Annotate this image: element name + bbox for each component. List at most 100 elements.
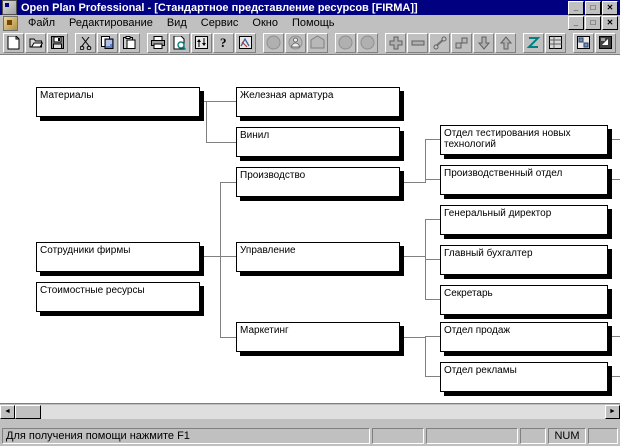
tree-node-marketing[interactable]: Маркетинг bbox=[236, 322, 400, 352]
tree-node-sotrudniki[interactable]: Сотрудники фирмы bbox=[36, 242, 200, 272]
remove-minus-icon[interactable] bbox=[407, 32, 428, 53]
open-plan-icon bbox=[2, 0, 17, 15]
status-num-indicator: NUM bbox=[548, 427, 586, 444]
tree-node-proizvodstvo[interactable]: Производство bbox=[236, 167, 400, 197]
mdi-close-button[interactable]: ✕ bbox=[602, 16, 618, 30]
tree-node-label: Железная арматура bbox=[240, 90, 334, 101]
save-disk-icon[interactable] bbox=[47, 32, 68, 53]
resource-circle-icon[interactable] bbox=[263, 32, 284, 53]
mdi-child-buttons: _ □ ✕ bbox=[568, 16, 620, 30]
add-plus-icon[interactable] bbox=[385, 32, 406, 53]
new-file-icon[interactable] bbox=[3, 32, 24, 53]
tree-node-label: Отдел тестирования новых технологий bbox=[444, 128, 571, 150]
tree-node-gl-buhgalter[interactable]: Главный бухгалтер bbox=[440, 245, 608, 275]
open-folder-icon[interactable] bbox=[25, 32, 46, 53]
help-question-icon[interactable]: ? bbox=[213, 32, 234, 53]
tree-node-otdel-reklamy[interactable]: Отдел рекламы bbox=[440, 362, 608, 392]
tree-node-otdel-prodazh[interactable]: Отдел продаж bbox=[440, 322, 608, 352]
connector-line bbox=[425, 179, 440, 180]
status-pane-4 bbox=[520, 427, 546, 444]
tree-node-label: Секретарь bbox=[444, 288, 493, 299]
connector-line bbox=[206, 101, 207, 142]
link-icon[interactable] bbox=[429, 32, 450, 53]
connector-line bbox=[220, 182, 221, 337]
group-circle-icon[interactable] bbox=[357, 32, 378, 53]
toolbar: ? bbox=[0, 31, 620, 55]
tree-node-proizv-otdel[interactable]: Производственный отдел bbox=[440, 165, 608, 195]
connector-line bbox=[425, 139, 426, 183]
tree-node-vinil[interactable]: Винил bbox=[236, 127, 400, 157]
zigzag-icon[interactable] bbox=[523, 32, 544, 53]
connector-line bbox=[200, 256, 226, 257]
connector-line bbox=[608, 336, 620, 337]
move-down-icon[interactable] bbox=[473, 32, 494, 53]
fullscreen-icon[interactable] bbox=[595, 32, 616, 53]
tree-node-label: Производство bbox=[240, 170, 306, 181]
scrollbar-thumb[interactable] bbox=[15, 404, 41, 419]
tree-node-gen-director[interactable]: Генеральный директор bbox=[440, 205, 608, 235]
copy-icon[interactable] bbox=[97, 32, 118, 53]
tree-node-sekretar[interactable]: Секретарь bbox=[440, 285, 608, 315]
connector-line bbox=[608, 376, 620, 377]
menu-item-help[interactable]: Помощь bbox=[291, 17, 335, 29]
tree-node-otdel-test[interactable]: Отдел тестирования новых технологий bbox=[440, 125, 608, 155]
tree-node-label: Управление bbox=[240, 245, 296, 256]
paste-icon[interactable] bbox=[119, 32, 140, 53]
tree-node-label: Сотрудники фирмы bbox=[40, 245, 131, 256]
connector-line bbox=[425, 336, 426, 377]
tree-node-stoimostnye[interactable]: Стоимостные ресурсы bbox=[36, 282, 200, 312]
scroll-right-arrow-icon[interactable]: ► bbox=[605, 404, 620, 419]
status-message: Для получения помощи нажмите F1 bbox=[2, 427, 370, 444]
connector-line bbox=[220, 182, 236, 183]
window-buttons: _ □ ✕ bbox=[568, 0, 620, 15]
layout-icon[interactable] bbox=[573, 32, 594, 53]
step-icon[interactable] bbox=[451, 32, 472, 53]
connector-line bbox=[425, 219, 440, 220]
menu-item-file[interactable]: Файл bbox=[28, 17, 56, 29]
tree-node-materialy[interactable]: Материалы bbox=[36, 87, 200, 117]
tree-node-label: Генеральный директор bbox=[444, 208, 552, 219]
menu-item-window[interactable]: Окно bbox=[252, 17, 278, 29]
connector-line bbox=[425, 376, 440, 377]
print-icon[interactable] bbox=[147, 32, 168, 53]
mdi-restore-button[interactable]: □ bbox=[585, 16, 601, 30]
connector-line bbox=[400, 182, 425, 183]
filter-circle-icon[interactable] bbox=[335, 32, 356, 53]
scrollbar-track[interactable] bbox=[15, 404, 605, 419]
cut-scissors-icon[interactable] bbox=[75, 32, 96, 53]
minimize-button[interactable]: _ bbox=[568, 0, 584, 15]
status-pane-6 bbox=[588, 427, 618, 444]
print-preview-icon[interactable] bbox=[169, 32, 190, 53]
menu-item-tools[interactable]: Сервис bbox=[200, 17, 239, 29]
tree-node-label: Отдел рекламы bbox=[444, 365, 517, 376]
svg-text:?: ? bbox=[220, 36, 227, 50]
menu-item-view[interactable]: Вид bbox=[166, 17, 187, 29]
resource-box-icon[interactable] bbox=[307, 32, 328, 53]
sort-icon[interactable] bbox=[191, 32, 212, 53]
tree-node-label: Маркетинг bbox=[240, 325, 289, 336]
mdi-minimize-button[interactable]: _ bbox=[568, 16, 584, 30]
connector-line bbox=[608, 139, 620, 140]
connector-line bbox=[220, 337, 236, 338]
connector-line bbox=[425, 336, 440, 337]
menu-item-edit[interactable]: Редактирование bbox=[69, 17, 153, 29]
document-icon[interactable] bbox=[3, 15, 18, 31]
table-icon[interactable] bbox=[545, 32, 566, 53]
resource-person-icon[interactable] bbox=[285, 32, 306, 53]
tree-node-upravlenie[interactable]: Управление bbox=[236, 242, 400, 272]
menu-bar: Файл Редактирование Вид Сервис Окно Помо… bbox=[0, 15, 620, 32]
close-button[interactable]: ✕ bbox=[602, 0, 618, 15]
horizontal-scrollbar[interactable]: ◄ ► bbox=[0, 403, 620, 419]
connector-line bbox=[425, 259, 440, 260]
connector-line bbox=[206, 142, 236, 143]
connector-line bbox=[425, 139, 440, 140]
move-up-icon[interactable] bbox=[495, 32, 516, 53]
scroll-left-arrow-icon[interactable]: ◄ bbox=[0, 404, 15, 419]
tree-node-label: Стоимостные ресурсы bbox=[40, 285, 145, 296]
maximize-button[interactable]: □ bbox=[585, 0, 601, 15]
connector-line bbox=[220, 256, 236, 257]
find-icon[interactable] bbox=[235, 32, 256, 53]
tree-node-zhel-armatura[interactable]: Железная арматура bbox=[236, 87, 400, 117]
